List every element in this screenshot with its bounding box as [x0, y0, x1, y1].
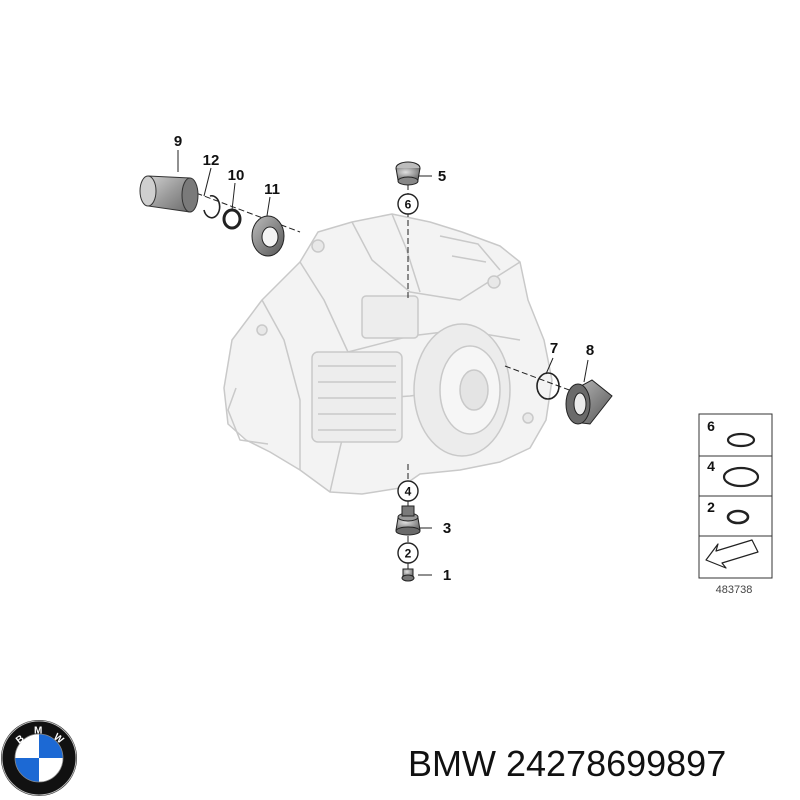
circled-ref-4: 4	[397, 480, 419, 502]
circled-ref-6: 6	[397, 193, 419, 215]
svg-text:6: 6	[405, 198, 412, 212]
transmission-housing	[223, 213, 553, 495]
callout-12: 12	[203, 152, 220, 169]
callout-9: 9	[174, 133, 182, 150]
part-3-drain-plug	[395, 505, 421, 536]
bmw-roundel-icon: B M W	[1, 720, 77, 796]
callout-3: 3	[443, 520, 451, 537]
inset-item-2: 2	[707, 499, 750, 525]
svg-text:4: 4	[405, 485, 412, 499]
svg-text:2: 2	[707, 499, 715, 515]
part-12-snap-ring	[203, 194, 221, 219]
inset-item-4: 4	[707, 458, 760, 488]
svg-text:4: 4	[707, 458, 715, 474]
callout-5: 5	[438, 168, 446, 185]
part-10-o-ring	[222, 208, 242, 230]
part-number-caption: BMW 24278699897	[408, 743, 727, 784]
callout-1: 1	[443, 567, 451, 584]
callout-10: 10	[228, 167, 245, 184]
direction-arrow-icon	[705, 539, 759, 569]
part-5-plug	[395, 161, 421, 186]
callout-11: 11	[264, 181, 280, 198]
circled-ref-2: 2	[397, 542, 419, 564]
inset-legend: 6 4 2 483738	[698, 413, 773, 596]
part-9-sleeve	[139, 175, 199, 213]
svg-text:6: 6	[707, 418, 715, 434]
svg-text:M: M	[34, 726, 42, 737]
callout-8: 8	[586, 342, 594, 359]
part-8-seal	[565, 379, 613, 425]
part-11-shaft-seal	[251, 215, 285, 257]
part-1-screw	[401, 568, 415, 582]
svg-text:2: 2	[405, 547, 412, 561]
part-7-o-ring	[536, 372, 560, 400]
callout-7: 7	[550, 340, 558, 357]
diagram-id: 483738	[716, 584, 753, 596]
inset-item-6: 6	[707, 418, 756, 448]
